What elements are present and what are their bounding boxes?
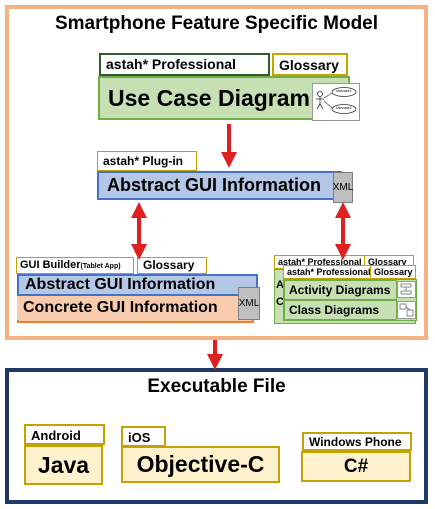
class-diagrams-box: Class Diagrams [284,300,397,320]
concrete-gui-info-box: Concrete GUI Information [17,296,242,320]
use-case-diagram-box: Use Case Diagram [98,76,350,120]
executable-file-frame [5,368,428,504]
gui-builder-tab: GUI Builder(Tablet App) [16,257,134,274]
astah-plugin-tab: astah* Plug-in [97,151,197,171]
ios-tab: iOS [121,426,166,447]
builder-abstract-gui-box: Abstract GUI Information [17,274,258,296]
activity-diagrams-label: Activity Diagrams [289,283,391,297]
use-case-thumbnail-icon: Usecase1 Usecase2 [312,83,360,121]
java-label: Java [37,451,90,478]
class-diagrams-label: Class Diagrams [289,303,380,317]
use-case-diagram-label: Use Case Diagram [108,84,310,111]
abstract-gui-info-box: Abstract GUI Information [97,171,342,200]
usecase2-label: Usecase2 [336,106,352,110]
activity-diagrams-box: Activity Diagrams [284,280,397,300]
gui-builder-glossary-tab: Glossary [137,257,207,274]
smartphone-model-frame [5,5,428,340]
usecase1-label: Usecase1 [336,89,352,93]
back-letter-c: C [276,296,284,308]
astah-professional-tab: astah* Professional [99,53,270,76]
back-letter-a: A [276,279,284,291]
gui-builder-label: GUI Builder [20,259,81,271]
glossary-tab: Glossary [272,53,348,76]
concrete-gui-info-label: Concrete GUI Information [23,299,218,316]
builder-xml-document-icon: XML [238,287,260,320]
class-thumbnail-icon [397,301,416,319]
tablet-app-note: (Tablet App) [80,263,121,270]
astah-front-glossary-tab: Glossary [370,265,416,279]
activity-thumbnail-icon [397,281,416,298]
objective-c-label: Objective-C [136,451,265,477]
java-box: Java [24,445,103,485]
objective-c-box: Objective-C [121,446,280,483]
xml-document-icon: XML [333,172,353,203]
csharp-box: C# [301,451,411,482]
csharp-label: C# [343,455,369,477]
windows-phone-tab: Windows Phone [302,432,412,451]
abstract-gui-info-label: Abstract GUI Information [107,175,322,195]
executable-file-title: Executable File [147,376,286,397]
android-tab: Android [24,424,105,445]
smartphone-model-title: Smartphone Feature Specific Model [54,13,379,34]
builder-abstract-gui-label: Abstract GUI Information [25,276,216,293]
